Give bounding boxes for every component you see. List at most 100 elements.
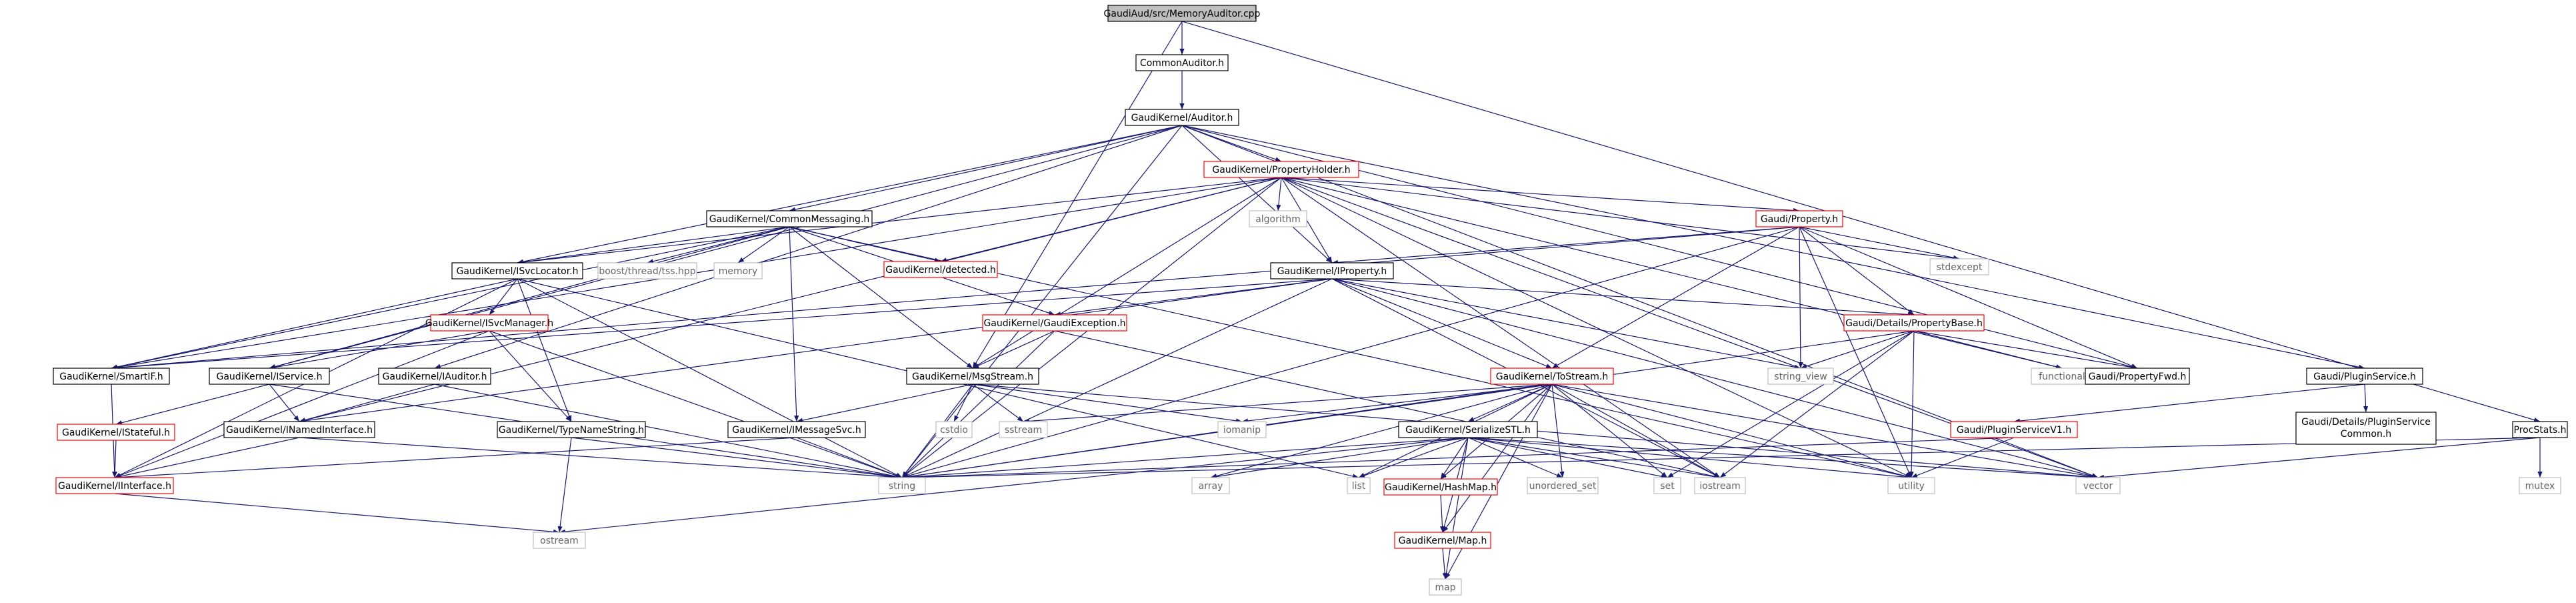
node-box [1767,368,1834,385]
node-label: CommonAuditor.h [1140,58,1224,69]
node-box [883,261,998,278]
node-box [1270,262,1394,279]
node-gaudikernel-iauditor-h[interactable]: GaudiKernel/IAuditor.h [378,368,491,385]
node-gaudikernel-iinterface-h[interactable]: GaudiKernel/IInterface.h [55,477,174,494]
node-gaudikernel-propertyholder-h[interactable]: GaudiKernel/PropertyHolder.h [1203,161,1359,178]
edge-msgstream-to-iomanip [972,384,1243,424]
node-gaudikernel-istateful-h[interactable]: GaudiKernel/IStateful.h [57,424,175,441]
node-gaudikernel-smartif-h[interactable]: GaudiKernel/SmartIF.h [53,368,170,385]
node-box [223,421,375,438]
node-label: string [889,481,915,492]
node-gaudikernel-iproperty-h[interactable]: GaudiKernel/IProperty.h [1270,262,1394,279]
node-gaudikernel-msgstream-h[interactable]: GaudiKernel/MsgStream.h [906,368,1039,385]
node-functional[interactable]: functional [2031,368,2093,385]
node-label: GaudiKernel/Auditor.h [1131,113,1233,123]
edge-tostream-to-set [1551,384,1668,478]
node-box [982,314,1127,332]
edge-pluginservicev1-to-string [901,437,2015,480]
node-procstats-h[interactable]: ProcStats.h [2512,421,2568,438]
node-iomanip[interactable]: iomanip [1217,421,1267,438]
edge-propertyholder-to-algorithm [1276,177,1282,211]
edge-isvcmanager-to-interface [114,330,490,478]
node-box [2031,368,2093,385]
node-gaudikernel-isvcmanager-h[interactable]: GaudiKernel/ISvcManager.h [425,314,553,332]
node-commonauditor-h[interactable]: CommonAuditor.h [1135,54,1229,71]
node-gaudiaud-src-memoryauditor-cpp[interactable]: GaudiAud/src/MemoryAuditor.cpp [1104,5,1261,22]
node-list[interactable]: list [1347,477,1371,494]
edge-commonmessaging-to-msgstream [789,226,973,369]
node-gaudi-details-propertybase-h[interactable]: Gaudi/Details/PropertyBase.h [1843,314,1985,332]
node-gaudi-pluginservice-h[interactable]: Gaudi/PluginService.h [2306,368,2423,385]
node-ostream[interactable]: ostream [533,532,586,549]
edge-serializestl-to-list [1358,437,1469,478]
node-utility[interactable]: utility [1887,477,1935,494]
node-gaudikernel-inamedinterface-h[interactable]: GaudiKernel/INamedInterface.h [223,421,375,438]
node-label: GaudiKernel/ISvcManager.h [425,318,553,329]
node-box [1203,161,1359,178]
node-label: iomanip [1223,425,1261,436]
node-string[interactable]: string [878,477,926,494]
node-unordered-set[interactable]: unordered_set [1527,477,1599,494]
node-box [1653,477,1681,494]
edge-pluginservice-to-pluginservicecommon [2363,384,2369,413]
node-box [53,368,170,385]
node-gaudi-propertyfwd-h[interactable]: Gaudi/PropertyFwd.h [2085,368,2190,385]
node-algorithm[interactable]: algorithm [1249,210,1307,227]
node-box [727,421,866,438]
edge-iproperty-to-propertybase [1331,278,1915,318]
node-vector[interactable]: vector [2075,477,2121,494]
node-label: utility [1898,481,1925,492]
edge-auditor-to-iproperty [1181,125,1333,263]
node-label: GaudiKernel/INamedInterface.h [226,425,373,436]
node-box [1929,258,1989,275]
edge-auditor-to-string [901,125,1183,478]
node-box [1887,477,1935,494]
edge-auditor-to-commonmessaging [789,125,1183,212]
node-gaudikernel-gaudiexception-h[interactable]: GaudiKernel/GaudiException.h [982,314,1127,332]
node-gaudikernel-auditor-h[interactable]: GaudiKernel/Auditor.h [1125,109,1239,126]
edge-tostream-to-vector [1551,384,2099,480]
node-memory[interactable]: memory [713,262,763,279]
node-string-view[interactable]: string_view [1767,368,1834,385]
node-gaudikernel-hashmap-h[interactable]: GaudiKernel/HashMap.h [1383,478,1498,496]
node-map[interactable]: map [1429,578,1462,596]
edge-mapheader-to-map [1442,548,1447,580]
node-gaudi-property-h[interactable]: Gaudi/Property.h [1755,210,1843,227]
node-sstream[interactable]: sstream [999,421,1048,438]
edge-tostream-to-unorderedset [1551,384,1565,478]
node-mutex[interactable]: mutex [2519,477,2561,494]
node-array[interactable]: array [1191,477,1230,494]
node-gaudikernel-tostream-h[interactable]: GaudiKernel/ToStream.h [1490,368,1614,385]
node-box [2519,477,2561,494]
node-boost-thread-tss-hpp[interactable]: boost/thread/tss.hpp [597,262,697,279]
node-gaudi-pluginservicev1-h[interactable]: Gaudi/PluginServiceV1.h [1950,421,2078,438]
node-cstdio[interactable]: cstdio [935,421,973,438]
node-gaudikernel-typenamestring-h[interactable]: GaudiKernel/TypeNameString.h [497,421,646,438]
edge-pluginservice-to-pluginservicev1 [2013,384,2365,424]
node-label: sstream [1005,425,1042,436]
node-label: cstdio [940,425,968,436]
node-gaudikernel-isvclocator-h[interactable]: GaudiKernel/ISvcLocator.h [451,262,583,279]
node-gaudikernel-iservice-h[interactable]: GaudiKernel/IService.h [209,368,330,385]
node-gaudikernel-serializestl-h[interactable]: GaudiKernel/SerializeSTL.h [1398,421,1538,438]
node-label: GaudiKernel/ToStream.h [1496,372,1609,382]
edge-procstats-to-vector [2097,437,2541,480]
node-label: GaudiKernel/IProperty.h [1277,266,1387,277]
edge-propertyholder-to-msgstream [972,177,1282,369]
node-set[interactable]: set [1653,477,1681,494]
node-label: GaudiKernel/GaudiException.h [983,318,1125,329]
node-box [430,314,549,332]
edge-hashmap-to-mapheader [1439,494,1445,533]
node-gaudikernel-detected-h[interactable]: GaudiKernel/detected.h [883,261,998,278]
node-iostream[interactable]: iostream [1694,477,1746,494]
edge-property-to-stringview [1798,226,1803,369]
edge-interface-to-ostream [114,493,560,534]
node-gaudikernel-map-h[interactable]: GaudiKernel/Map.h [1394,532,1491,549]
node-label: unordered_set [1529,481,1597,492]
edge-propertyholder-to-stdexcept [1281,177,1960,261]
node-label: boost/thread/tss.hpp [599,266,695,277]
node-stdexcept[interactable]: stdexcept [1929,258,1989,275]
node-gaudikernel-imessagesvc-h[interactable]: GaudiKernel/IMessageSvc.h [727,421,866,438]
node-gaudikernel-commonmessaging-h[interactable]: GaudiKernel/CommonMessaging.h [706,210,873,227]
